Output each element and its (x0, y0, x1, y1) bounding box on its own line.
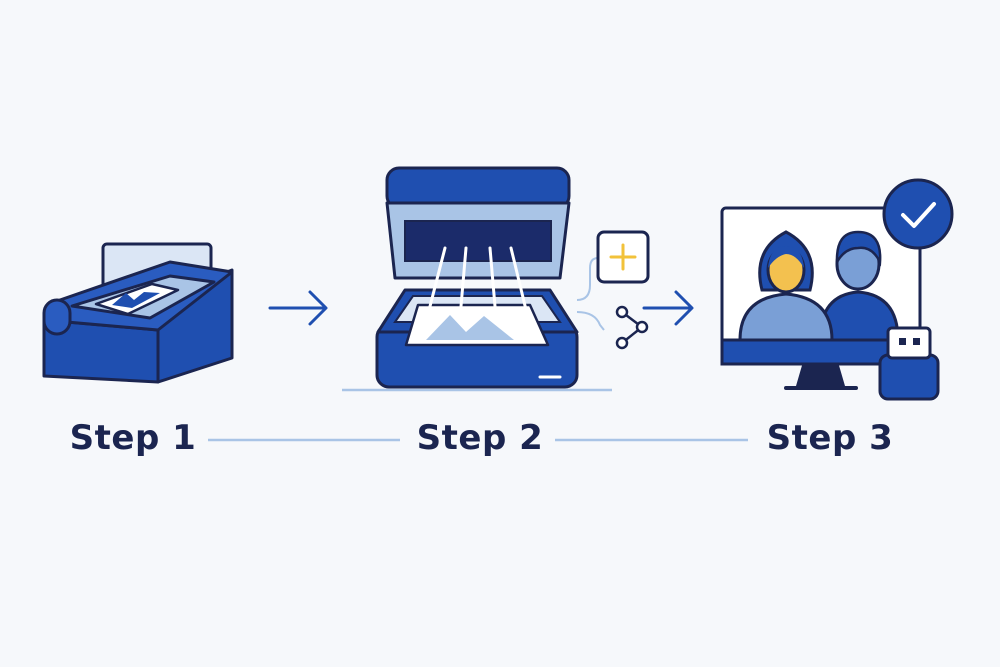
step-3-label: Step 3 (766, 418, 894, 458)
photo-in-flatbed-holder-icon (42, 242, 234, 384)
checkmark-icon (882, 178, 954, 330)
step-2-label: Step 2 (416, 418, 544, 458)
arrow-right-icon (642, 290, 694, 326)
monitor-with-people-photo-icon (720, 206, 922, 390)
step-1-label: Step 1 (69, 418, 197, 458)
usb-drive-icon (878, 326, 940, 401)
arrow-right-icon (268, 290, 328, 326)
share-icon (576, 305, 649, 350)
flatbed-scanner-icon (342, 166, 612, 392)
plus-icon (576, 230, 650, 301)
